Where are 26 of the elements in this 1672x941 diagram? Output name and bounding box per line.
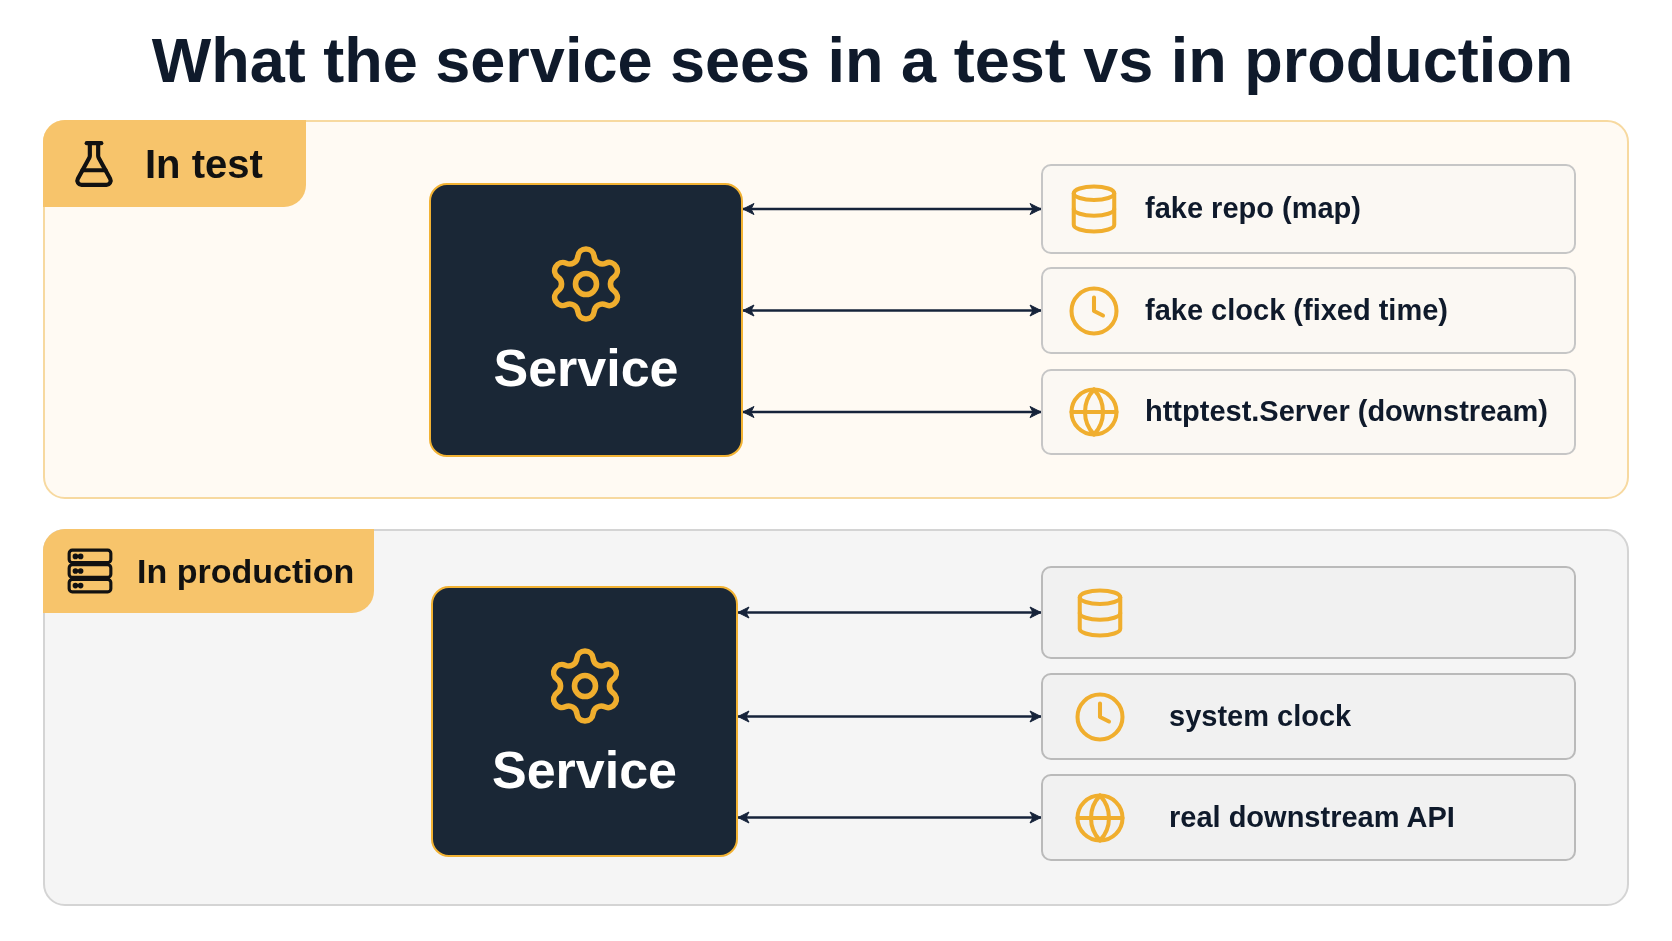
diagram-title: What the service sees in a test vs in production (150, 24, 1575, 97)
dependency-label: system clock (1169, 698, 1352, 734)
service-label: Service (493, 338, 679, 398)
group-panel (43, 120, 1629, 499)
dependency-box (1041, 673, 1576, 760)
double-arrow-connector (737, 811, 1042, 824)
double-arrow-connector (737, 710, 1042, 723)
service-box (429, 183, 743, 457)
double-arrow-connector (742, 406, 1042, 418)
dependency-box (1041, 774, 1576, 861)
double-arrow-connector (737, 606, 1042, 619)
dependency-box (1041, 267, 1576, 354)
dependency-label: real downstream API (1169, 799, 1455, 835)
double-arrow-connector (742, 203, 1042, 215)
dependency-box (1041, 566, 1576, 659)
panel-title: In production (137, 554, 355, 588)
dependency-label: fake repo (map) (1145, 191, 1361, 227)
double-arrow-connector (742, 304, 1042, 317)
panel-title: In test (145, 143, 263, 184)
dependency-label: fake clock (fixed time) (1145, 292, 1448, 328)
dependency-label: httptest.Server (downstream) (1145, 394, 1548, 430)
group-panel (43, 529, 1629, 906)
dependency-box (1041, 369, 1576, 455)
service-box (431, 586, 738, 857)
service-label: Service (491, 739, 677, 800)
dependency-box (1041, 164, 1576, 254)
